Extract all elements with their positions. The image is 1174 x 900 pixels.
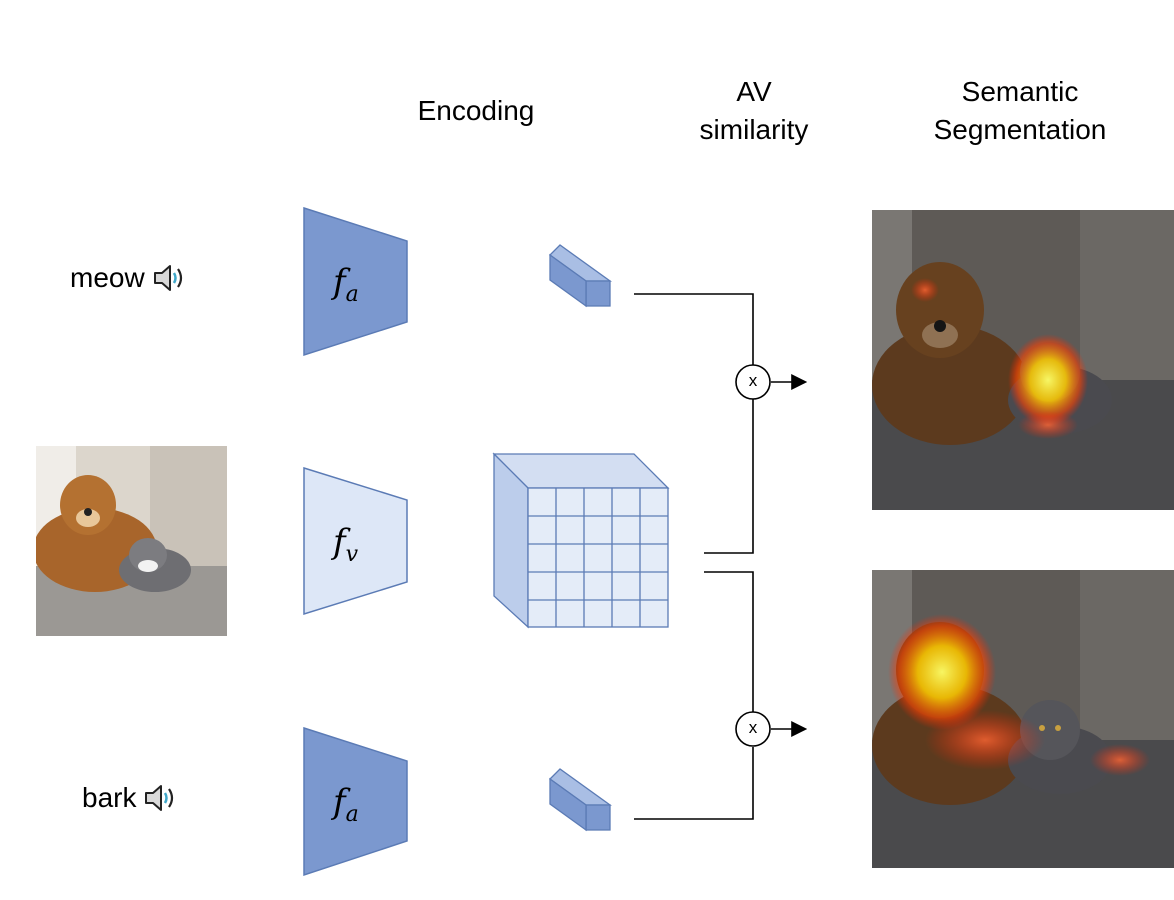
segmentation-header: Semantic Segmentation <box>900 73 1140 149</box>
multiply-operator-top <box>735 364 771 400</box>
connection-lines <box>634 293 808 820</box>
multiply-operator-bottom <box>735 711 771 747</box>
bark-label: bark <box>82 782 137 813</box>
speaker-icon <box>153 265 182 291</box>
encoding-header: Encoding <box>417 95 535 126</box>
audio-embedding-top <box>549 244 613 308</box>
audio-encoder-top <box>303 206 408 357</box>
input-image <box>36 446 227 636</box>
speaker-icon <box>145 785 174 811</box>
audio-encoder-bottom <box>303 726 408 877</box>
audio-encoder-bottom-symbol: fa <box>333 782 359 827</box>
bark-audio-input: bark <box>82 782 178 814</box>
av-similarity-line2: similarity <box>699 114 809 145</box>
segmentation-line1: Semantic <box>961 76 1079 107</box>
segmentation-line2: Segmentation <box>933 114 1107 145</box>
meow-audio-input: meow <box>70 262 187 294</box>
av-similarity-line1: AV <box>736 76 772 107</box>
audio-embedding-bottom <box>549 768 613 832</box>
audio-encoder-top-symbol: fa <box>333 262 359 307</box>
visual-encoder-symbol: fv <box>333 522 359 567</box>
visual-encoder <box>303 466 408 616</box>
segmentation-output-meow <box>872 210 1174 510</box>
segmentation-output-bark <box>872 570 1174 868</box>
av-similarity-header: AV similarity <box>662 73 846 149</box>
visual-feature-grid <box>492 452 670 629</box>
multiply-label-bottom: x <box>748 718 758 737</box>
multiply-label-top: x <box>748 371 758 390</box>
meow-label: meow <box>70 262 145 293</box>
